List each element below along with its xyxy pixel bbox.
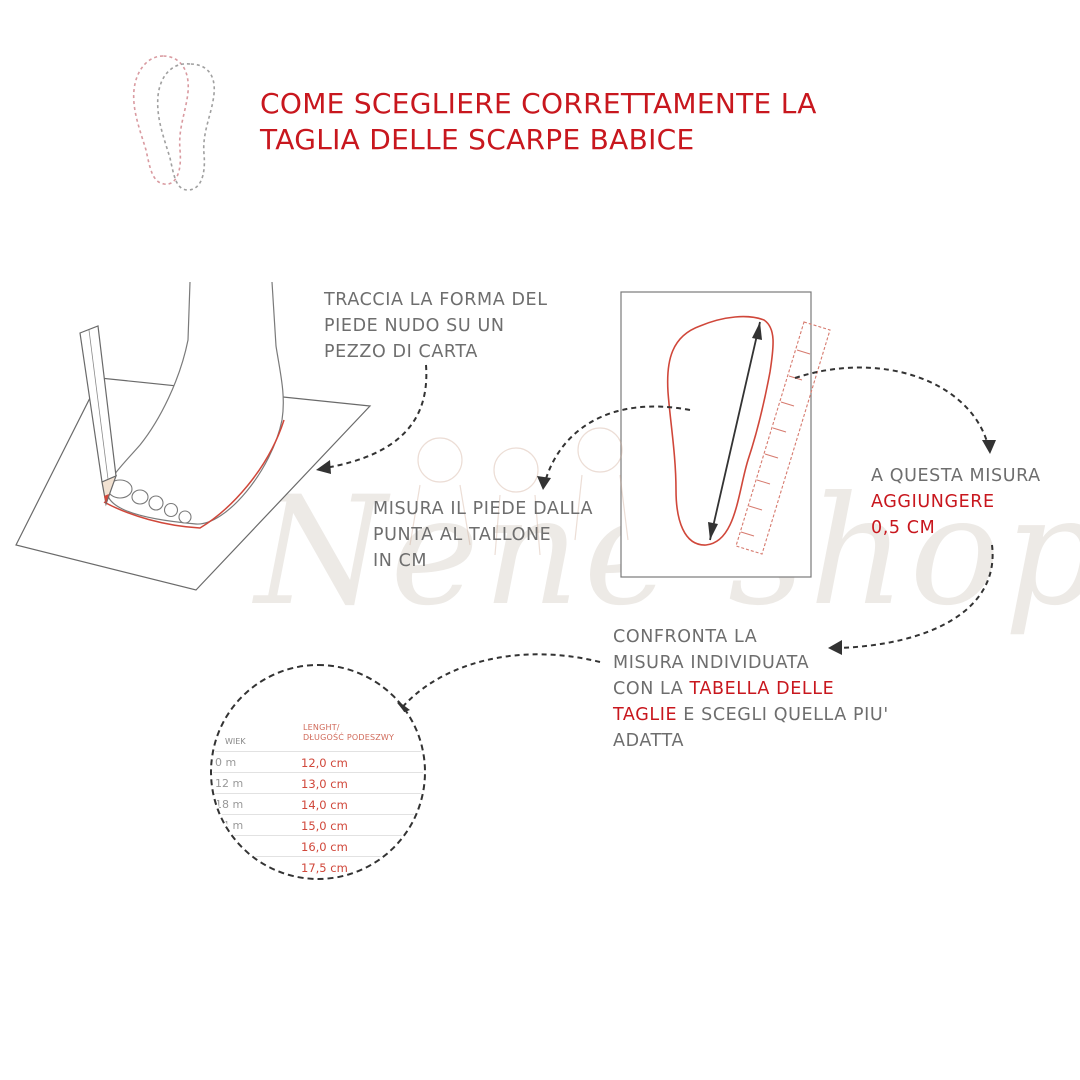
size-table-link-text-2: TAGLIE — [613, 705, 678, 725]
note-measure-line-2: PUNTA AL TALLONE — [373, 525, 552, 545]
pencil-icon — [79, 325, 118, 507]
arrow-to-measure — [544, 405, 691, 483]
note-compare-line-4-suffix: E SCEGLI QUELLA PIU' — [677, 705, 889, 725]
note-trace-foot: TRACCIA LA FORMA DEL PIEDE NUDO SU UN PE… — [324, 287, 548, 365]
arrow-to-add — [794, 366, 989, 446]
note-measure-line-3: IN CM — [373, 551, 428, 571]
note-compare-line-1: CONFRONTA LA — [613, 627, 758, 647]
tracing-illustration — [15, 281, 372, 591]
traced-outline — [103, 419, 285, 529]
toes — [107, 479, 192, 524]
note-add-line-3: 0,5 CM — [871, 518, 936, 538]
note-measure-line-1: MISURA IL PIEDE DALLA — [373, 499, 594, 519]
measure-line — [709, 321, 761, 541]
size-table-link-text: TABELLA DELLE — [689, 679, 835, 699]
kids-illustration — [409, 427, 629, 556]
arrow-to-compare — [837, 544, 994, 649]
note-compare-line-3: CON LA TABELLA DELLE — [613, 676, 889, 702]
note-trace-line-3: PEZZO DI CARTA — [324, 342, 478, 362]
foot-drawing — [106, 281, 284, 525]
footprint-icon — [132, 55, 215, 191]
note-trace-line-2: PIEDE NUDO SU UN — [324, 316, 505, 336]
title-line-2: TAGLIA DELLE SCARPE BABICE — [260, 123, 695, 156]
arrow-to-table — [399, 653, 601, 711]
measuring-illustration — [620, 291, 831, 578]
ruler — [735, 321, 831, 555]
note-compare-line-5: ADATTA — [613, 731, 685, 751]
note-measure-foot: MISURA IL PIEDE DALLA PUNTA AL TALLONE I… — [373, 496, 593, 574]
note-compare-line-3-prefix: CON LA — [613, 679, 690, 699]
note-compare-table: CONFRONTA LA MISURA INDIVIDUATA CON LA T… — [613, 624, 889, 754]
note-add-line-2: AGGIUNGERE — [871, 492, 995, 512]
note-compare-line-4: TAGLIE E SCEGLI QUELLA PIU' — [613, 702, 889, 728]
ruler-ticks — [740, 349, 811, 537]
title-line-1: COME SCEGLIERE CORRETTAMENTE LA — [260, 87, 817, 120]
zoom-ring — [210, 664, 426, 880]
measure-paper — [620, 291, 812, 578]
arrow-trace-to-paper — [324, 364, 428, 469]
table-cell-age: m — [215, 840, 226, 853]
note-compare-line-2: MISURA INDIVIDUATA — [613, 653, 810, 673]
note-trace-line-1: TRACCIA LA FORMA DEL — [324, 290, 548, 310]
page-title: COME SCEGLIERE CORRETTAMENTE LA TAGLIA D… — [260, 86, 1020, 158]
flow-arrows — [324, 364, 994, 711]
footprint-outline — [666, 315, 774, 546]
note-add-half-cm: A QUESTA MISURA AGGIUNGERE 0,5 CM — [871, 463, 1041, 541]
note-add-line-1: A QUESTA MISURA — [871, 466, 1041, 486]
